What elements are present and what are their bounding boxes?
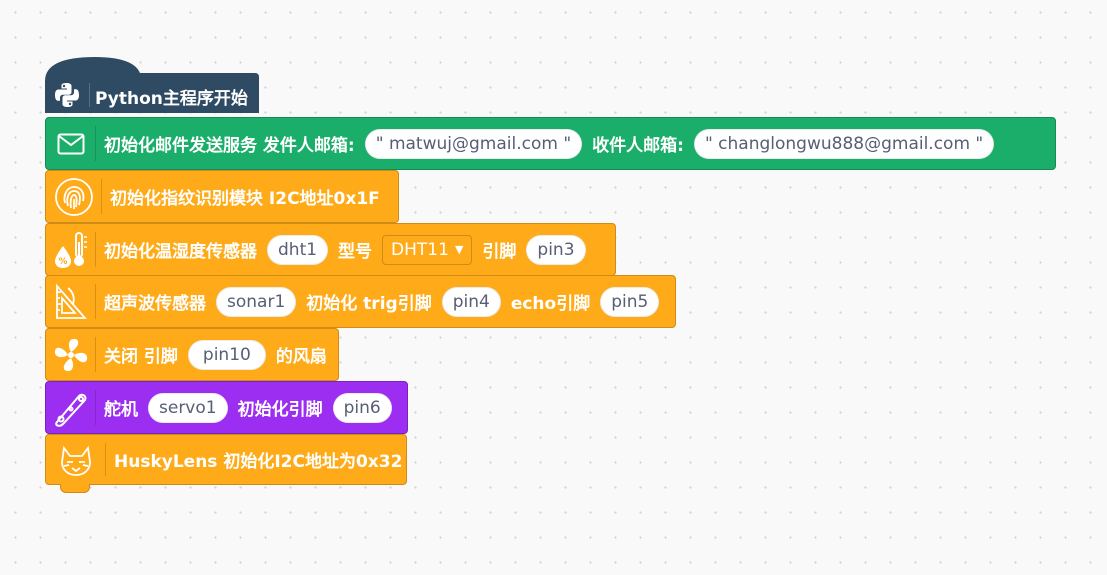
servo-name-input[interactable]: servo1 (148, 392, 228, 423)
fan-icon (46, 329, 96, 380)
receiver-email-label: 收件人邮箱: (592, 136, 684, 156)
dht-pin-label: 引脚 (482, 242, 517, 262)
receiver-email-input[interactable]: " changlongwu888@gmail.com " (693, 128, 995, 159)
huskylens-init-block[interactable]: HuskyLens 初始化I2C地址为0x32 (45, 434, 407, 485)
servo-init-block[interactable]: 舵机 servo1 初始化引脚 pin6 (45, 381, 408, 434)
huskylens-init-label: HuskyLens 初始化I2C地址为0x32 (114, 452, 403, 472)
fan-off-label: 关闭 引脚 (104, 347, 178, 367)
chevron-down-icon: ▼ (454, 242, 464, 256)
fingerprint-init-label: 初始化指纹识别模块 I2C地址0x1F (110, 189, 380, 209)
divider (89, 83, 90, 107)
servo-icon (46, 382, 96, 433)
fan-off-block[interactable]: 关闭 引脚 pin10 的风扇 (45, 328, 339, 381)
dht-init-label: 初始化温湿度传感器 (104, 242, 257, 262)
sonar-trig-pin-input[interactable]: pin4 (441, 286, 501, 317)
fan-suffix-label: 的风扇 (275, 347, 327, 367)
dht-type-value: DHT11 (391, 239, 449, 260)
sonar-trig-label: 初始化 trig引脚 (306, 294, 432, 314)
servo-pin-input[interactable]: pin6 (332, 392, 392, 423)
dht-name-input[interactable]: dht1 (267, 234, 329, 265)
sonar-echo-label: echo引脚 (510, 294, 591, 314)
sonar-name-input[interactable]: sonar1 (216, 286, 297, 317)
husky-icon (46, 435, 106, 484)
sonar-echo-pin-input[interactable]: pin5 (600, 286, 660, 317)
dht-init-block[interactable]: % 初始化温湿度传感器 dht1 型号 DHT11 ▼ 引脚 pin3 (45, 223, 616, 276)
fingerprint-icon (46, 171, 102, 222)
servo-label: 舵机 (104, 400, 138, 420)
sonar-init-label: 超声波传感器 (104, 294, 206, 314)
python-main-label: Python主程序开始 (95, 89, 248, 109)
dht-type-dropdown[interactable]: DHT11 ▼ (382, 234, 473, 265)
stack-bottom-notch (60, 484, 90, 493)
ultrasonic-icon (46, 276, 96, 327)
thermometer-icon: % (46, 224, 96, 275)
dht-pin-input[interactable]: pin3 (526, 234, 586, 265)
svg-text:%: % (58, 257, 67, 267)
mail-icon (46, 118, 96, 169)
python-main-block[interactable]: Python主程序开始 (45, 57, 259, 119)
email-init-label: 初始化邮件发送服务 发件人邮箱: (104, 136, 355, 156)
fingerprint-init-block[interactable]: 初始化指纹识别模块 I2C地址0x1F (45, 170, 399, 223)
fan-pin-input[interactable]: pin10 (187, 339, 266, 370)
dht-type-label: 型号 (338, 242, 373, 262)
sender-email-input[interactable]: " matwuj@gmail.com " (364, 128, 583, 159)
email-init-block[interactable]: 初始化邮件发送服务 发件人邮箱: " matwuj@gmail.com " 收件… (45, 117, 1056, 170)
python-hat-shape (45, 57, 259, 113)
servo-pin-label: 初始化引脚 (237, 400, 323, 420)
sonar-init-block[interactable]: 超声波传感器 sonar1 初始化 trig引脚 pin4 echo引脚 pin… (45, 275, 676, 328)
python-icon (45, 73, 89, 117)
